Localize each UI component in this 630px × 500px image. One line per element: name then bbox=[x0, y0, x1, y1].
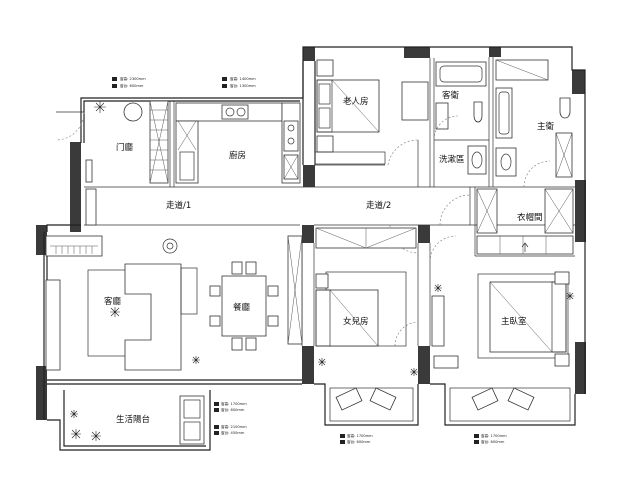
washing-machine-icon bbox=[179, 395, 205, 445]
note-marker bbox=[214, 425, 219, 429]
bathtub-icon bbox=[435, 61, 487, 87]
elder-room-area bbox=[314, 59, 429, 187]
note-balcony-right-sill: 窗台: 600mm bbox=[221, 407, 245, 412]
plant-icon bbox=[410, 368, 418, 376]
note-master-bay-height: 窗高: 1700mm bbox=[481, 433, 507, 438]
label-balcony: 生活陽台 bbox=[116, 414, 150, 425]
window-notes: 窗高: 2300mm 窗台: 600mm 窗高: 1400mm 窗台: 1300… bbox=[112, 76, 507, 444]
daughter-room-area bbox=[315, 227, 419, 376]
note-marker bbox=[474, 440, 479, 444]
plant-icon bbox=[110, 307, 120, 317]
washbasin-icon bbox=[467, 145, 487, 175]
label-corridor-2: 走道/2 bbox=[366, 200, 391, 211]
bed-icon bbox=[489, 281, 567, 353]
note-daughter-bay-sill: 窗台: 600mm bbox=[347, 439, 371, 444]
bed-icon bbox=[315, 289, 379, 347]
dining-table bbox=[221, 275, 267, 337]
lamp-icon bbox=[162, 238, 178, 254]
note-marker bbox=[340, 440, 345, 444]
washbasin-icon bbox=[495, 147, 517, 177]
bathtub-icon bbox=[495, 87, 513, 139]
label-master-bedroom: 主臥室 bbox=[501, 316, 527, 327]
plant-icon bbox=[70, 410, 78, 418]
note-marker bbox=[214, 402, 219, 406]
note-balcony-right-height: 窗高: 1700mm bbox=[221, 401, 247, 406]
note-marker bbox=[474, 434, 479, 438]
label-guest-bath: 客衛 bbox=[442, 90, 460, 101]
master-bedroom-area bbox=[429, 235, 574, 369]
closet-area bbox=[439, 188, 574, 255]
plant-icon bbox=[434, 284, 442, 292]
plant-icon bbox=[71, 429, 81, 439]
note-daughter-bay-height: 窗高: 1700mm bbox=[347, 433, 373, 438]
note-marker bbox=[222, 84, 227, 88]
bay-window-area bbox=[335, 387, 535, 411]
sofa-icon bbox=[124, 263, 182, 371]
note-top-left-sill: 窗台: 600mm bbox=[120, 83, 144, 88]
label-entry: 门廳 bbox=[116, 142, 134, 153]
kitchen-area bbox=[175, 102, 301, 184]
structural-walls bbox=[36, 47, 586, 420]
plant-icon bbox=[94, 101, 106, 113]
plant-icon bbox=[192, 356, 200, 364]
chair-icon bbox=[123, 102, 143, 122]
label-elder-room: 老人房 bbox=[343, 96, 369, 107]
note-balcony-side-sill: 窗台: 450mm bbox=[221, 430, 245, 435]
master-bath-area bbox=[495, 59, 573, 188]
entry-area bbox=[55, 100, 169, 184]
note-marker bbox=[340, 434, 345, 438]
living-area bbox=[45, 235, 200, 371]
stove-icon bbox=[283, 120, 299, 152]
label-corridor-1: 走道/1 bbox=[166, 200, 191, 211]
guest-bath-area bbox=[433, 61, 487, 175]
plant-icon bbox=[566, 292, 574, 300]
tv-cabinet bbox=[45, 279, 61, 371]
label-kitchen: 廚房 bbox=[229, 150, 246, 161]
label-laundry: 洗漱區 bbox=[439, 154, 465, 165]
label-daughter-room: 女兒房 bbox=[343, 316, 369, 327]
label-living: 客廳 bbox=[104, 296, 122, 307]
balcony-area bbox=[70, 395, 205, 445]
note-balcony-side-height: 窗高: 2100mm bbox=[221, 424, 247, 429]
label-master-bath: 主衛 bbox=[537, 121, 555, 132]
plant-icon bbox=[91, 431, 101, 441]
label-closet: 衣帽間 bbox=[517, 212, 543, 223]
room-labels: 门廳 廚房 老人房 客衛 主衛 洗漱區 走道/1 走道/2 衣帽間 客廳 餐廳 … bbox=[104, 90, 555, 425]
note-top-mid-height: 窗高: 1400mm bbox=[230, 76, 256, 81]
note-top-left-height: 窗高: 2300mm bbox=[120, 76, 146, 81]
note-marker bbox=[214, 408, 219, 412]
toilet-icon bbox=[559, 97, 571, 119]
note-marker bbox=[214, 431, 219, 435]
note-master-bay-sill: 窗台: 600mm bbox=[481, 439, 505, 444]
label-dining: 餐廳 bbox=[233, 302, 251, 313]
toilet-icon bbox=[473, 101, 483, 123]
note-marker bbox=[222, 77, 227, 81]
dining-area bbox=[209, 235, 303, 351]
note-marker bbox=[112, 84, 117, 88]
note-marker bbox=[112, 77, 117, 81]
plant-icon bbox=[318, 358, 326, 366]
note-top-mid-sill: 窗台: 1300mm bbox=[230, 83, 256, 88]
